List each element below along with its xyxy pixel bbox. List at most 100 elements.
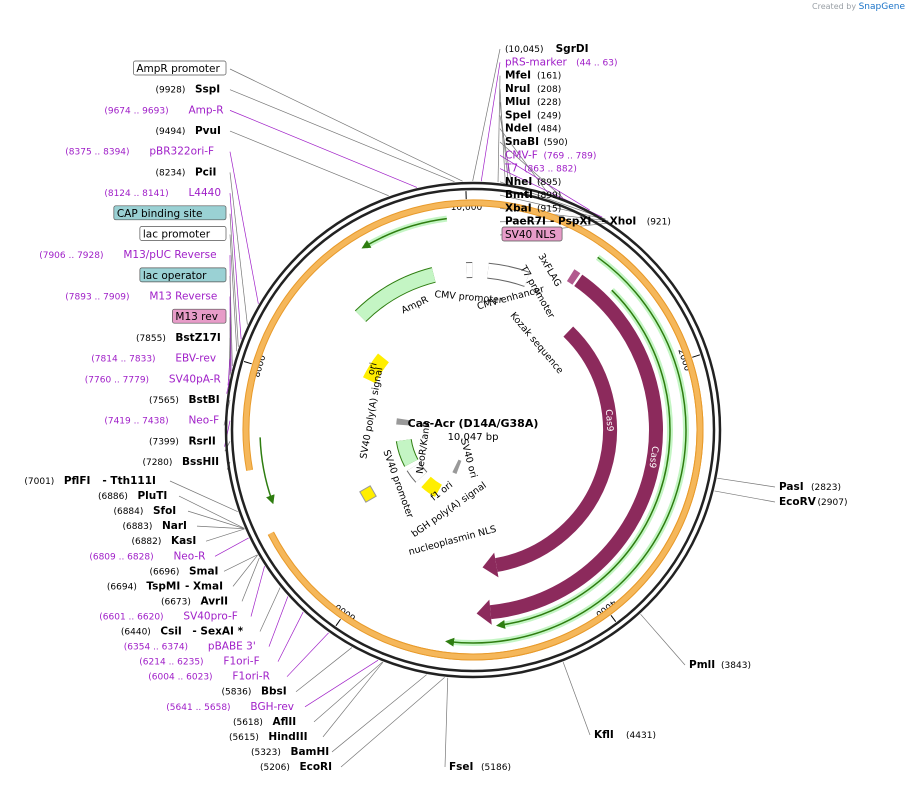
site-label: lac promoter — [139, 226, 227, 241]
primernum-text: (6809 .. 6828) — [89, 552, 153, 562]
leader-line — [562, 661, 591, 736]
num-text: (6884) — [113, 507, 143, 517]
ori-arrow — [362, 353, 390, 384]
leader-line — [229, 68, 463, 182]
name-text: - Tth111I — [102, 475, 156, 487]
leader-line — [268, 596, 289, 647]
site-label: lac operator — [139, 267, 227, 283]
num-text: (5836) — [221, 688, 251, 698]
primernum-text: (7760 .. 7779) — [85, 375, 149, 385]
name-text: SnaBI — [505, 136, 539, 148]
scale-tick — [610, 614, 617, 622]
site-label: NheI(895) — [505, 176, 561, 188]
leader-line — [229, 172, 248, 325]
feature-label: CMV promoter — [434, 289, 503, 306]
green-feature-arrow-2 — [495, 289, 671, 629]
green-feature-arrow — [445, 256, 687, 647]
primer-text: EBV-rev — [175, 353, 216, 365]
site-label: BssHII(7280) — [142, 456, 219, 468]
site-label: pRS-marker(44 .. 63) — [505, 56, 617, 68]
plasmid-length: 10,047 bp — [448, 432, 499, 443]
name-text: RsrII — [188, 435, 215, 447]
cas9-label: Cas9 — [646, 445, 659, 469]
name-text: PvuI — [195, 125, 221, 137]
primernum-text: (5641 .. 5658) — [166, 703, 230, 713]
flag-block — [566, 269, 581, 285]
cas9-inner-arc — [495, 326, 617, 572]
ampr-arrow — [355, 268, 436, 322]
site-label: EBV-rev(7814 .. 7833) — [91, 353, 216, 365]
leader-line — [499, 154, 590, 211]
site-label: pBR322ori-F(8375 .. 8394) — [65, 146, 214, 158]
num-text: (3843) — [721, 661, 751, 671]
num-text: (915) — [537, 204, 561, 214]
num-text: (6882) — [131, 537, 161, 547]
name-text: PmlI — [689, 659, 715, 671]
num-text: (5618) — [233, 718, 263, 728]
primer-text: F1ori-R — [232, 671, 269, 683]
leader-line — [229, 234, 238, 352]
primernum-text: (8375 .. 8394) — [65, 148, 129, 158]
site-label: BbsI(5836) — [221, 686, 286, 698]
green-feature-arrow-left — [259, 437, 275, 505]
name-text: PluTI — [137, 490, 167, 502]
leader-line — [229, 193, 242, 340]
cmv-enh-arrow — [487, 263, 530, 287]
site-label: AvrII(6673) — [161, 595, 228, 607]
site-label: SspI(9928) — [155, 84, 220, 96]
primernum-text: (9674 .. 9693) — [104, 106, 168, 116]
num-text: (7399) — [149, 437, 179, 447]
name-text: SmaI — [189, 565, 219, 577]
num-text: (6883) — [122, 522, 152, 532]
site-label: Neo-F(7419 .. 7438) — [104, 415, 219, 427]
leader-line — [250, 566, 265, 617]
leader-line — [229, 89, 455, 183]
site-label: BamHI(5323) — [251, 746, 329, 758]
site-label: NarI(6883) — [122, 520, 186, 532]
leader-line — [227, 358, 231, 386]
name-text: EcoRV — [779, 496, 817, 508]
backbone-outer-strand — [224, 181, 722, 679]
site-label: BGH-rev(5641 .. 5658) — [166, 701, 294, 713]
name-text: - PspXI — [550, 216, 591, 228]
site-label: BmtI(899) — [505, 189, 561, 201]
num-text: (9494) — [155, 127, 185, 137]
primer-text: SV40pA-R — [169, 373, 221, 385]
num-text: (4431) — [626, 731, 656, 741]
site-label: Amp-R(9674 .. 9693) — [104, 104, 223, 116]
name-text: PasI — [779, 481, 804, 493]
site-label: AmpR promoter — [133, 60, 227, 76]
feature-badge — [501, 226, 563, 242]
name-text: TspMI — [146, 580, 180, 592]
leader-line — [187, 510, 245, 529]
neor-arrow — [396, 438, 418, 467]
feature-label: 3xFLAG — [536, 252, 564, 289]
name-text: EcoRI — [299, 761, 332, 773]
leader-line — [226, 379, 231, 394]
num-text: (208) — [537, 85, 561, 95]
primer-text: Neo-R — [173, 550, 205, 562]
num-text: (8234) — [155, 168, 185, 178]
feature-label: Kozak sequence — [508, 310, 566, 376]
site-label: PvuI (9494) — [155, 125, 220, 137]
site-label: M13/pUC Reverse(7906 .. 7928) — [39, 249, 216, 261]
site-label: SV40 NLS — [501, 226, 563, 242]
leader-line — [499, 194, 606, 220]
bgh-block — [452, 459, 462, 474]
scale-tick — [692, 354, 701, 358]
num-text: (5206) — [260, 763, 290, 773]
sv40p-arrow — [407, 462, 427, 482]
name-text: PaeR7I — [505, 216, 546, 228]
site-label: L4440(8124 .. 8141) — [104, 187, 221, 199]
num-text: (7001) — [24, 477, 54, 487]
num-text: (2907) — [818, 498, 848, 508]
num-text: (10,045) — [505, 45, 544, 55]
feature-badge — [172, 308, 227, 324]
name-text: SfoI — [153, 505, 176, 517]
primernum-text: (8124 .. 8141) — [104, 189, 168, 199]
site-label: PmlI (3843) — [689, 659, 751, 671]
backbone-inner-strand — [230, 187, 716, 673]
site-label: PasI(2823) — [779, 481, 841, 493]
